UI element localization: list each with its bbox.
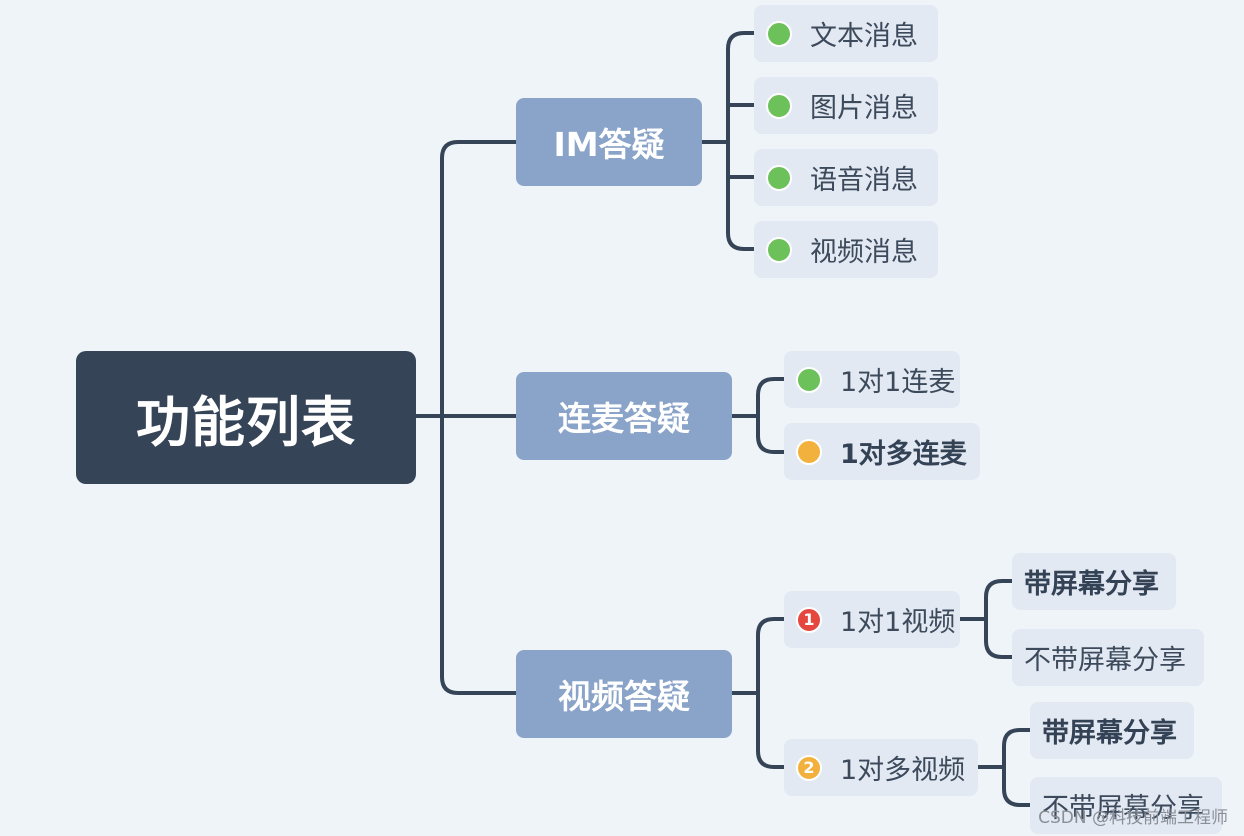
- leaf-label: 带屏幕分享: [1024, 569, 1159, 600]
- leaf-label: 图片消息: [810, 93, 918, 124]
- connector-v1n-2: [1002, 765, 1032, 807]
- leaf-1v1-video[interactable]: 1 1对1视频: [784, 591, 960, 648]
- leaf-with-screen-share[interactable]: 带屏幕分享: [1030, 702, 1194, 759]
- leaf-label: 文本消息: [810, 21, 918, 52]
- priority-number: 1: [803, 610, 815, 629]
- branch-label: IM答疑: [553, 125, 665, 164]
- leaf-label: 1对多连麦: [840, 439, 967, 470]
- leaf-label: 不带屏幕分享: [1024, 645, 1186, 676]
- root-label: 功能列表: [136, 391, 356, 454]
- branch-video[interactable]: 视频答疑: [516, 650, 732, 738]
- leaf-label: 1对1视频: [840, 607, 956, 638]
- leaf-label: 1对1连麦: [840, 367, 956, 398]
- leaf-with-screen-share[interactable]: 带屏幕分享: [1012, 553, 1176, 610]
- connector-v11-1: [984, 579, 1014, 621]
- branch-im[interactable]: IM答疑: [516, 98, 702, 186]
- priority-1-icon: 1: [796, 606, 822, 633]
- branch-lianmai[interactable]: 连麦答疑: [516, 372, 732, 460]
- leaf-without-screen-share[interactable]: 不带屏幕分享: [1012, 629, 1204, 686]
- connector-im-3: [726, 140, 756, 179]
- green-dot-icon: [766, 92, 792, 119]
- leaf-video-message[interactable]: 视频消息: [754, 221, 938, 278]
- connector-lianmai-2: [756, 414, 786, 454]
- watermark-text: CSDN @科技前端工程师: [1038, 808, 1228, 828]
- root-node[interactable]: 功能列表: [76, 351, 416, 484]
- branch-label: 连麦答疑: [558, 399, 690, 438]
- leaf-label: 语音消息: [810, 165, 918, 196]
- leaf-label: 带屏幕分享: [1042, 718, 1177, 749]
- connector-video-2: [756, 691, 786, 769]
- leaf-without-screen-share[interactable]: 不带屏幕分享: [1030, 777, 1222, 834]
- connector-im-4: [726, 175, 756, 251]
- connector-root-video: [440, 414, 518, 695]
- connector-lianmai-1: [756, 377, 786, 418]
- leaf-label: 1对多视频: [840, 755, 966, 786]
- green-dot-icon: [766, 164, 792, 191]
- leaf-label: 视频消息: [810, 237, 918, 268]
- branch-label: 视频答疑: [558, 677, 690, 716]
- leaf-1v1-lianmai[interactable]: 1对1连麦: [784, 351, 960, 408]
- green-dot-icon: [766, 236, 792, 263]
- connector-video-1: [756, 617, 786, 695]
- orange-dot-icon: [796, 438, 822, 465]
- priority-2-icon: 2: [796, 754, 822, 781]
- priority-number: 2: [803, 758, 815, 777]
- connector-v11-2: [984, 617, 1014, 659]
- green-dot-icon: [766, 20, 792, 47]
- leaf-label: 不带屏幕分享: [1042, 793, 1204, 824]
- connector-v1n-1: [1002, 728, 1032, 769]
- leaf-image-message[interactable]: 图片消息: [754, 77, 938, 134]
- leaf-text-message[interactable]: 文本消息: [754, 5, 938, 62]
- leaf-1vn-video[interactable]: 2 1对多视频: [784, 739, 978, 796]
- connector-im-1: [726, 31, 756, 144]
- connector-root-im: [414, 140, 518, 418]
- leaf-1vn-lianmai[interactable]: 1对多连麦: [784, 423, 980, 480]
- green-dot-icon: [796, 366, 822, 393]
- leaf-voice-message[interactable]: 语音消息: [754, 149, 938, 206]
